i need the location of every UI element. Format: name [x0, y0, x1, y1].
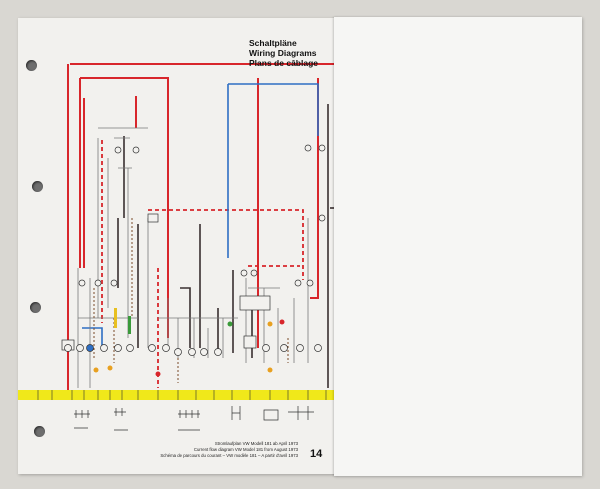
bus-ticks	[37, 390, 327, 400]
punch-hole-middle-lower	[30, 302, 41, 313]
diagram-titles: Schaltpläne Wiring Diagrams Plans de câb…	[249, 38, 318, 68]
title-german: Schaltpläne	[249, 38, 297, 48]
punch-hole-bottom	[34, 426, 45, 437]
punch-hole-middle-upper	[32, 181, 43, 192]
connector-row	[64, 344, 322, 356]
dark-wires	[117, 104, 336, 388]
wiring-diagram	[18, 63, 336, 431]
wiring-diagram-sheet: Schaltpläne Wiring Diagrams Plans de câb…	[18, 18, 336, 474]
title-english: Wiring Diagrams	[249, 48, 317, 58]
page-number: 14	[310, 448, 323, 460]
caption-german: Stromlaufplan VW Modell 181 ab April 197…	[214, 441, 298, 446]
diagram-captions: Stromlaufplan VW Modell 181 ab April 197…	[138, 441, 298, 459]
ground-bus-bar	[18, 390, 336, 400]
brown-dashed-wires	[93, 218, 289, 383]
punch-hole-top	[26, 60, 37, 71]
blank-cover-page	[334, 17, 582, 476]
title-french: Plans de câblage	[249, 58, 318, 68]
caption-french: Schéma de parcours du courant – VW modèl…	[160, 453, 298, 458]
caption-english: Current flow diagram VW Model 181 from A…	[193, 447, 298, 452]
lower-symbols	[74, 406, 314, 431]
indicator-markers	[93, 308, 285, 377]
blue-wires	[82, 83, 319, 348]
red-dashed-wires	[101, 140, 304, 388]
grey-wires	[77, 127, 309, 388]
